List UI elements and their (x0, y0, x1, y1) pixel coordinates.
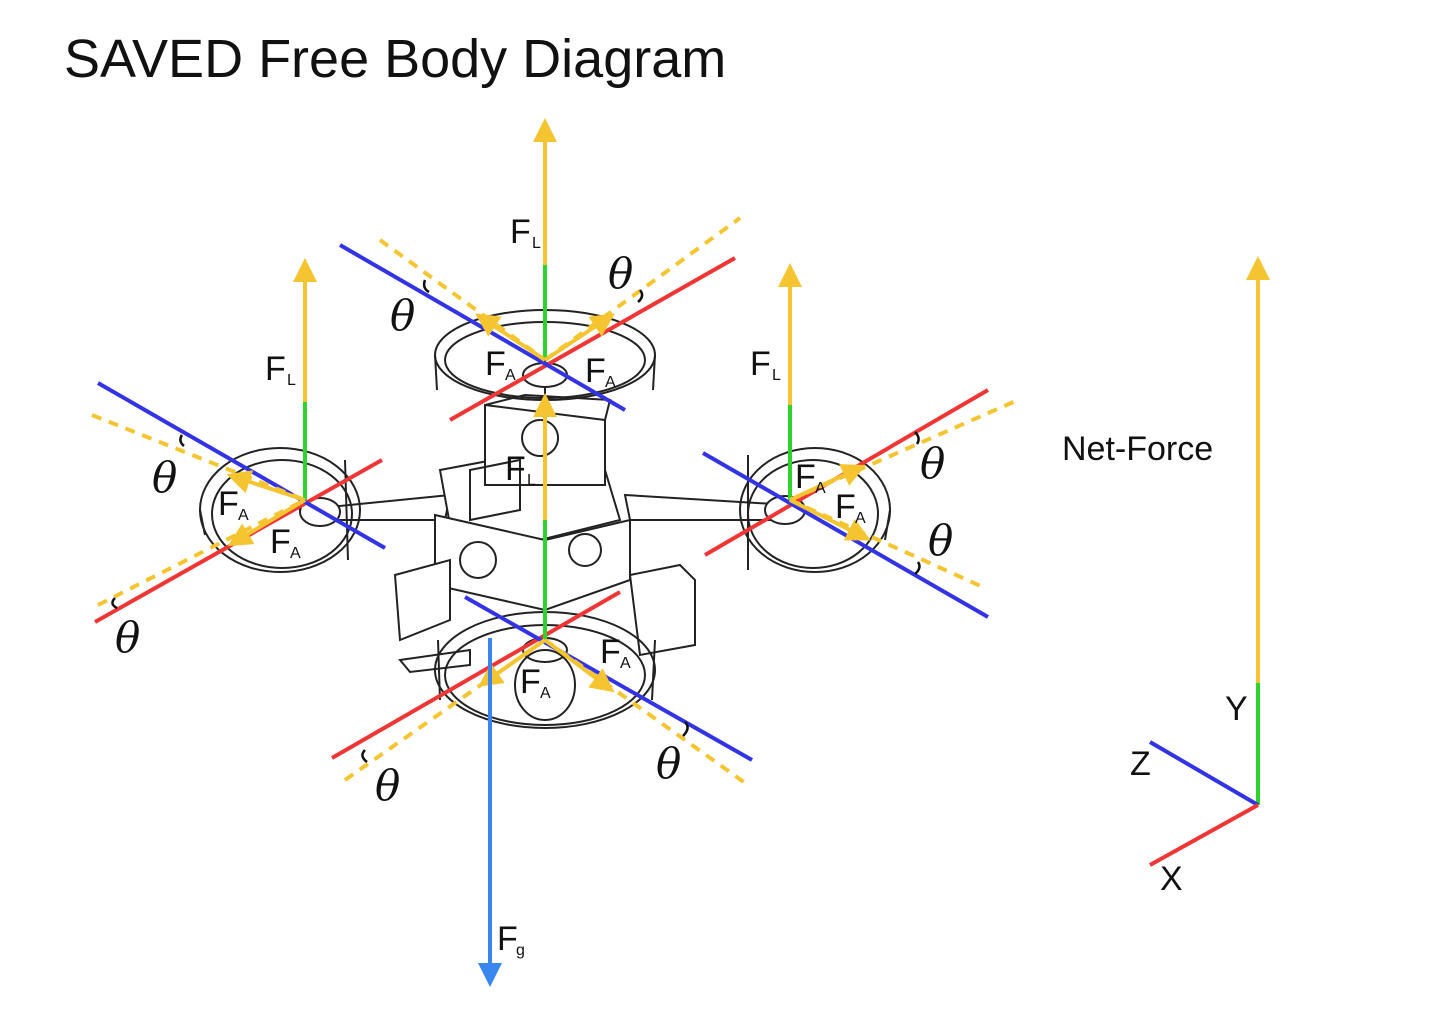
svg-text:A: A (815, 480, 826, 497)
svg-text:g: g (516, 942, 525, 959)
lift-label-right: F L (750, 345, 781, 384)
fa-arrow (543, 638, 615, 693)
angle-label: F A (835, 488, 866, 527)
theta-label: θ (608, 249, 633, 298)
lift-label-center: F L (505, 450, 536, 489)
svg-text:A: A (505, 367, 516, 384)
x-axis-line (331, 590, 621, 760)
svg-text:F: F (497, 920, 518, 958)
net-force-label: Net-Force (1062, 430, 1213, 468)
fa-arrow (789, 498, 871, 541)
theta-label: θ (152, 453, 177, 502)
svg-text:A: A (605, 374, 616, 391)
svg-text:L: L (772, 367, 781, 384)
theta-label: θ (656, 739, 681, 788)
theta-label: θ (920, 439, 945, 488)
svg-text:L: L (287, 372, 296, 389)
angle-label: F A (585, 352, 616, 391)
lift-vectors (293, 118, 802, 640)
fa-arrow (227, 498, 307, 547)
angle-label: F A (600, 633, 631, 672)
net-x-label: X (1160, 860, 1183, 898)
angle-label: F A (795, 458, 826, 497)
svg-text:F: F (510, 213, 531, 251)
angle-label: F A (520, 663, 551, 702)
diagram-title: SAVED Free Body Diagram (64, 29, 727, 89)
svg-text:F: F (585, 352, 606, 390)
angle-guide-line (97, 498, 306, 607)
z-axis-line (97, 381, 386, 550)
gravity-label: F g (497, 920, 525, 959)
theta-label: θ (928, 516, 953, 565)
svg-text:F: F (750, 345, 771, 383)
svg-text:A: A (855, 510, 866, 527)
lift-label-left: F L (265, 350, 296, 389)
lift-label-top: F L (510, 213, 541, 252)
fa-arrow (478, 638, 547, 687)
net-force-axes: Net-Force Y Z X (1062, 256, 1270, 898)
svg-text:F: F (218, 485, 239, 523)
fa-arrow (543, 313, 615, 362)
net-x-axis (1149, 803, 1259, 867)
angle-label: F A (485, 345, 516, 384)
theta-label: θ (115, 613, 140, 662)
svg-text:F: F (270, 523, 291, 561)
svg-text:F: F (485, 345, 506, 383)
fa-arrow (475, 313, 547, 362)
angle-label: F A (270, 523, 301, 562)
svg-text:L: L (527, 472, 536, 489)
svg-text:A: A (238, 507, 249, 524)
svg-text:F: F (600, 633, 621, 671)
net-y-label: Y (1225, 690, 1248, 728)
z-axis-line (338, 243, 627, 412)
angle-guide-line (91, 413, 306, 502)
svg-text:A: A (540, 685, 551, 702)
svg-text:F: F (520, 663, 541, 701)
svg-text:F: F (505, 450, 526, 488)
svg-text:A: A (290, 545, 301, 562)
theta-label: θ (375, 761, 400, 810)
svg-text:F: F (795, 458, 816, 496)
z-axis-line (464, 595, 753, 762)
theta-label: θ (390, 291, 415, 340)
angle-force-vectors (226, 313, 871, 693)
fa-arrow (789, 464, 866, 502)
x-axis-line (449, 256, 736, 422)
net-z-label: Z (1130, 745, 1151, 783)
svg-text:F: F (265, 350, 286, 388)
angle-arcs (111, 279, 921, 763)
svg-text:A: A (620, 655, 631, 672)
svg-text:F: F (835, 488, 856, 526)
svg-text:L: L (532, 235, 541, 252)
fa-arrow (226, 470, 306, 502)
angle-label: F A (218, 485, 249, 524)
net-z-axis (1148, 740, 1260, 807)
